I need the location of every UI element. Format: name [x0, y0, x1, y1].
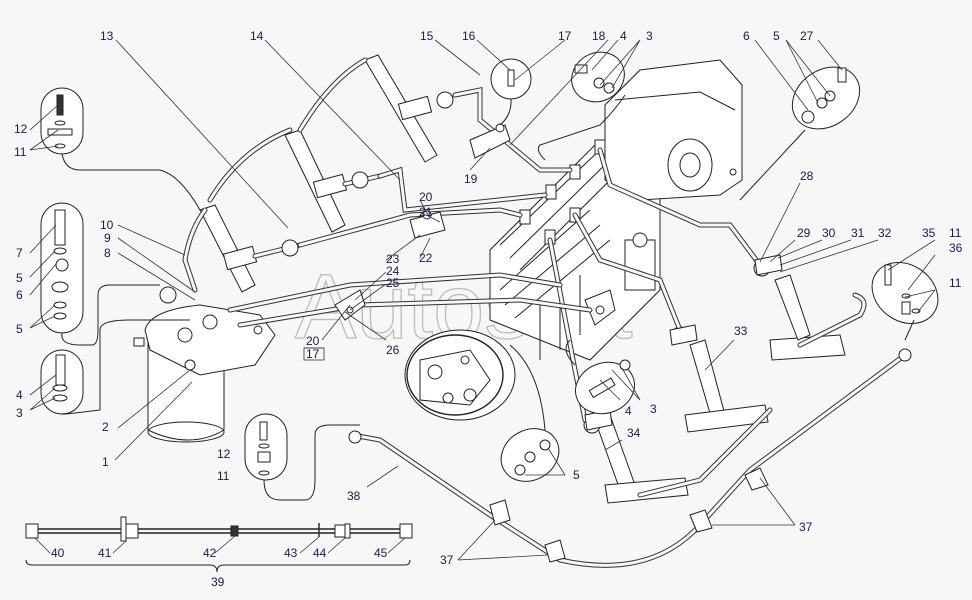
- callout-40: 40: [51, 546, 65, 560]
- callout-32: 32: [878, 226, 892, 240]
- high-pressure-pipes: [182, 57, 763, 423]
- callout-30: 30: [822, 226, 836, 240]
- callout-4-top: 4: [620, 29, 627, 43]
- callout-11-right-a: 11: [949, 226, 962, 240]
- inset-bolt-11-12-top: [40, 87, 84, 155]
- callout-5-top: 5: [773, 29, 780, 43]
- drive-coupling: [404, 329, 516, 421]
- callout-2: 2: [102, 420, 109, 434]
- callout-35: 35: [922, 226, 936, 240]
- callout-7: 7: [16, 246, 23, 260]
- callout-43: 43: [284, 546, 298, 560]
- callout-15: 15: [420, 29, 434, 43]
- callout-1: 1: [102, 455, 109, 469]
- callout-3-left: 3: [16, 406, 23, 420]
- callout-41: 41: [98, 546, 112, 560]
- callout-5-a: 5: [16, 271, 23, 285]
- callout-18: 18: [592, 29, 606, 43]
- callout-39: 39: [211, 575, 225, 589]
- injector-4: [753, 259, 846, 361]
- callout-11-right-b: 11: [949, 276, 962, 290]
- callout-4-lower: 4: [625, 404, 632, 418]
- callout-24: 24: [386, 264, 400, 278]
- callout-5-lower: 5: [573, 468, 580, 482]
- injector-5: [671, 326, 769, 433]
- inset-connector-lines: [61, 94, 915, 501]
- callout-12-top: 12: [14, 122, 28, 136]
- callout-37-right: 37: [799, 520, 813, 534]
- inset-bolt-16-17: [490, 58, 532, 100]
- callout-9: 9: [104, 231, 111, 245]
- callout-34: 34: [627, 426, 641, 440]
- callout-31: 31: [851, 226, 865, 240]
- inset-banjo-5-6-27: [791, 66, 861, 130]
- fraction-callout-20-17: 20 17: [303, 334, 325, 361]
- inset-banjo-5-lower: [500, 428, 560, 482]
- callout-20-a: 20: [419, 190, 433, 204]
- callout-3-lower: 3: [650, 402, 657, 416]
- callout-33: 33: [734, 324, 748, 338]
- callout-36: 36: [949, 241, 963, 255]
- callout-14: 14: [250, 29, 264, 43]
- callout-42: 42: [203, 546, 217, 560]
- callout-labels: 13 14 15 16 17 18 4 3 6 5 27 12 11 7 5 6…: [14, 29, 963, 589]
- leader-lines: [29, 39, 936, 561]
- callout-5-b: 5: [16, 322, 23, 336]
- callout-23: 23: [386, 252, 400, 266]
- callout-17: 17: [558, 29, 572, 43]
- callout-10: 10: [100, 218, 114, 232]
- callout-21: 21: [419, 205, 433, 219]
- callout-8: 8: [104, 246, 111, 260]
- callout-4-left: 4: [16, 388, 23, 402]
- inset-banjo-5-6-7: [40, 202, 84, 334]
- callout-6-top: 6: [743, 29, 750, 43]
- injector-3: [364, 54, 454, 163]
- inset-bolt-11-35-36: [871, 262, 939, 324]
- injector-1: [199, 204, 303, 293]
- callout-13: 13: [100, 29, 114, 43]
- callout-3-top: 3: [646, 29, 653, 43]
- callout-22: 22: [419, 251, 433, 265]
- leak-off-pipe: [348, 292, 912, 568]
- callout-12-lower: 12: [217, 447, 231, 461]
- fraction-top: 20: [306, 334, 320, 348]
- callout-11-top: 11: [14, 145, 27, 159]
- inset-bolt-3-4-lower: [575, 359, 635, 415]
- injection-pump: [489, 59, 743, 361]
- pipe-assembly-39: [25, 516, 413, 573]
- fraction-bottom: 17: [306, 347, 320, 361]
- callout-6-a: 6: [16, 288, 23, 302]
- callout-25: 25: [386, 276, 400, 290]
- inset-bolt-11-12-lower: [244, 413, 288, 481]
- callout-38: 38: [347, 489, 361, 503]
- injector-2: [284, 129, 383, 233]
- callout-44: 44: [313, 546, 327, 560]
- callout-16: 16: [462, 29, 476, 43]
- callout-11-lower: 11: [217, 469, 230, 483]
- callout-26: 26: [386, 343, 400, 357]
- callout-28: 28: [800, 169, 814, 183]
- callout-45: 45: [374, 546, 388, 560]
- callout-37-left: 37: [440, 553, 454, 567]
- callout-27: 27: [800, 29, 814, 43]
- callout-29: 29: [797, 226, 811, 240]
- callout-19: 19: [464, 172, 478, 186]
